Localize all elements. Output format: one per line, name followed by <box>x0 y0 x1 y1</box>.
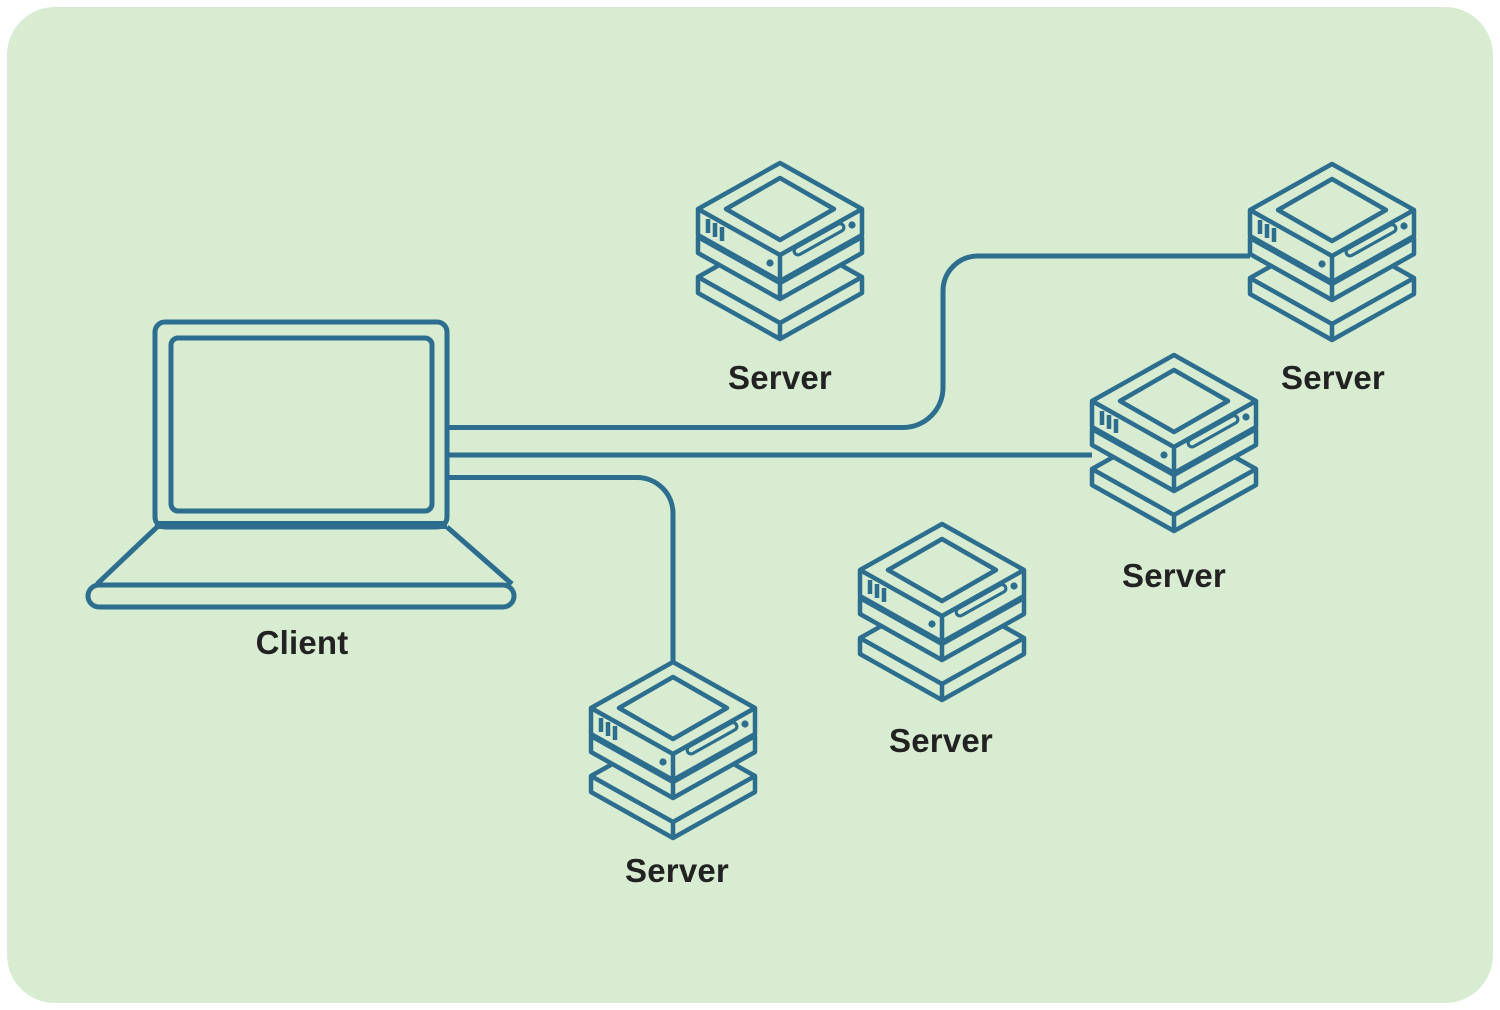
connection-lines <box>444 253 1250 662</box>
server-mid-right-label: Server <box>1122 557 1226 594</box>
client-label: Client <box>255 624 349 661</box>
connection-client-to-server-top-right <box>444 253 1250 430</box>
server-top-right-label: Server <box>1281 359 1385 396</box>
server-bottom-left-label: Server <box>625 852 729 889</box>
server-bottom-left-icon <box>591 662 755 838</box>
laptop-icon <box>85 319 517 610</box>
connection-client-to-server-bottom-left <box>444 475 676 662</box>
server-mid-right-icon <box>1092 355 1256 531</box>
server-top-center-label: Server <box>728 359 832 396</box>
server-center-label: Server <box>889 722 993 759</box>
server-icons <box>591 163 1414 838</box>
server-top-right-icon <box>1250 164 1414 340</box>
server-center-icon <box>860 524 1024 700</box>
server-top-center-icon <box>698 163 862 339</box>
